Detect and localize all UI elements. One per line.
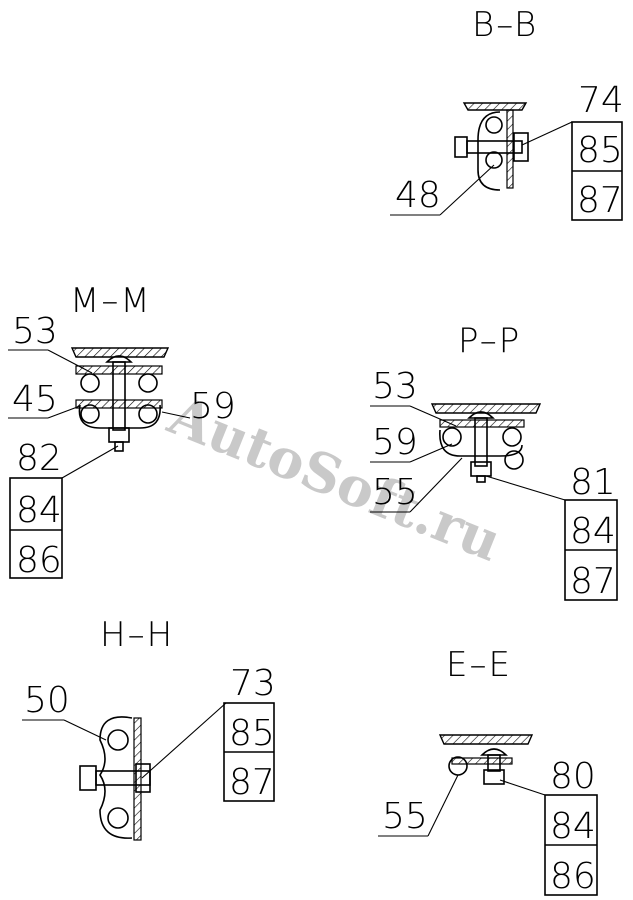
- leader-line: [63, 719, 107, 741]
- callout-table: [9, 477, 63, 579]
- bolt-tip: [476, 475, 486, 483]
- callout-59: 59: [190, 386, 236, 427]
- pipe-circle: [138, 404, 158, 424]
- callout-86: 86: [16, 540, 62, 581]
- callout-80: 80: [550, 756, 596, 797]
- clamp: [439, 419, 525, 428]
- callout-55: 55: [382, 796, 428, 837]
- callout-50: 50: [24, 680, 70, 721]
- leader-line: [141, 702, 227, 779]
- bolt-head: [105, 355, 133, 363]
- callout-87: 87: [570, 561, 616, 602]
- nut: [135, 763, 151, 793]
- pipe-circle: [80, 373, 100, 393]
- clamp-outline: [439, 429, 523, 457]
- bolt-head: [480, 748, 508, 756]
- callout-85: 85: [229, 713, 275, 754]
- leader-line: [61, 445, 119, 479]
- bracket: [133, 717, 142, 841]
- leader-line: [499, 779, 546, 796]
- bracket: [506, 109, 514, 189]
- plate: [438, 734, 534, 745]
- callout-84: 84: [570, 511, 616, 552]
- leader-line: [47, 405, 81, 419]
- section-p-p: P–P 53 59 55 81 84 87: [370, 321, 618, 602]
- leader-line: [409, 405, 457, 427]
- pipe-circle: [485, 151, 503, 169]
- plate: [70, 347, 170, 358]
- leader-line: [47, 349, 93, 374]
- callout-59: 59: [372, 422, 418, 463]
- pipe-circle: [107, 729, 129, 751]
- leader-line: [409, 457, 463, 513]
- leader-line: [485, 475, 566, 501]
- section-title-b-b: B–B: [472, 5, 538, 45]
- callout-85: 85: [577, 130, 623, 171]
- bolt-head: [454, 136, 468, 158]
- callout-84: 84: [550, 806, 596, 847]
- bolt-tip: [114, 441, 124, 452]
- pipe-circle: [442, 427, 462, 447]
- nut: [470, 461, 492, 477]
- nut: [483, 769, 505, 785]
- pipe-circle: [80, 404, 100, 424]
- callout-55: 55: [372, 472, 418, 513]
- section-title-h-h: H–H: [100, 615, 174, 655]
- callout-84: 84: [16, 490, 62, 531]
- bolt-shank: [112, 361, 126, 431]
- clamp: [75, 365, 163, 375]
- clamp: [451, 757, 513, 765]
- pipe-circle: [504, 450, 524, 470]
- section-b-b: B–B 48 74 85 87: [390, 5, 624, 221]
- bolt-head: [79, 765, 97, 791]
- callout-87: 87: [577, 180, 623, 221]
- callout-48: 48: [395, 175, 441, 216]
- bolt-shank: [474, 417, 488, 467]
- callout-86: 86: [550, 856, 596, 897]
- clamp: [75, 399, 163, 409]
- leader-line: [521, 121, 573, 146]
- callout-53: 53: [372, 366, 418, 407]
- pipe-circle: [485, 116, 503, 134]
- bolt-shank: [487, 754, 501, 772]
- callout-87: 87: [229, 762, 275, 803]
- callout-74: 74: [578, 80, 624, 121]
- callout-73: 73: [230, 663, 276, 704]
- section-e-e: E–E 55 80 84 86: [378, 645, 598, 897]
- section-h-h: H–H 50 73 85 87: [22, 615, 276, 841]
- leader-line: [439, 164, 495, 216]
- leader-line: [161, 411, 191, 419]
- clamp: [477, 111, 501, 191]
- plate: [430, 403, 542, 414]
- leader-line: [409, 443, 453, 463]
- bolt-shank: [466, 140, 523, 154]
- section-title-m-m: M–M: [70, 281, 152, 321]
- pipe-circle: [502, 427, 522, 447]
- callout-53: 53: [12, 311, 58, 352]
- section-m-m: M–M 53 45 59 82 84 86: [8, 281, 236, 581]
- clamp: [99, 716, 133, 839]
- section-title-p-p: P–P: [458, 321, 521, 361]
- pipe-circle: [107, 807, 129, 829]
- section-title-e-e: E–E: [446, 645, 512, 685]
- callout-45: 45: [12, 379, 58, 420]
- bolt-head: [467, 411, 495, 419]
- plate: [462, 102, 528, 111]
- nut: [513, 132, 529, 162]
- pipe-circle: [138, 373, 158, 393]
- callout-81: 81: [570, 462, 616, 503]
- callout-82: 82: [16, 438, 62, 479]
- leader-line: [427, 774, 459, 837]
